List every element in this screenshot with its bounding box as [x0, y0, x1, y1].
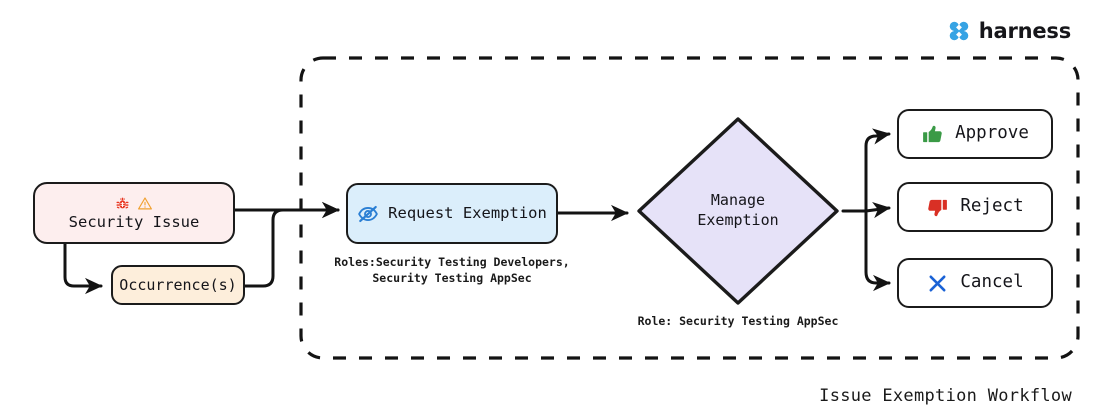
node-request-exemption-label: Request Exemption [388, 203, 547, 222]
warning-triangle-icon [138, 197, 152, 210]
security-issue-badges [115, 195, 153, 212]
caption-request-exemption-roles: Roles:Security Testing Developers, Secur… [334, 255, 570, 285]
edge-security-issue-to-occurrences [63, 242, 103, 295]
edge-manage-exemption-to-cancel [864, 209, 891, 292]
diamond-shape [637, 117, 839, 305]
exemption-scope-boundary [299, 56, 1080, 360]
thumbs-down-icon [928, 199, 948, 216]
node-reject[interactable]: Reject [897, 182, 1053, 232]
node-cancel[interactable]: Cancel [897, 258, 1053, 308]
node-manage-exemption[interactable]: Manage Exemption [633, 113, 843, 309]
caption-manage-exemption-role: Role: Security Testing AppSec [637, 314, 839, 328]
node-manage-exemption-label: Manage Exemption [633, 113, 843, 309]
node-occurrences-label: Occurrence(s) [119, 275, 237, 294]
eye-off-icon [358, 205, 378, 222]
node-security-issue-label: Security Issue [68, 212, 200, 231]
edge-manage-exemption-to-approve [864, 128, 891, 213]
thumbs-up-icon [923, 125, 942, 142]
node-cancel-label: Cancel [960, 272, 1024, 293]
node-security-issue[interactable]: Security Issue [33, 182, 235, 244]
node-manage-exemption-label-line1: Manage [710, 191, 766, 210]
edge-occurrences-to-request-exemption [243, 201, 340, 288]
bug-icon [116, 197, 129, 209]
diagram-title: Issue Exemption Workflow [819, 386, 1072, 406]
node-occurrences[interactable]: Occurrence(s) [111, 265, 245, 305]
edge-manage-exemption-to-reject [864, 201, 891, 219]
brand-name: harness [978, 18, 1071, 43]
harness-brand: harness [946, 18, 1071, 44]
close-x-icon [929, 274, 946, 292]
node-reject-label: Reject [960, 196, 1024, 217]
node-approve-label: Approve [955, 123, 1029, 144]
node-approve[interactable]: Approve [897, 109, 1053, 159]
node-request-exemption[interactable]: Request Exemption [346, 183, 558, 244]
harness-clover-logo-icon [949, 21, 968, 41]
node-manage-exemption-label-line2: Exemption [697, 211, 779, 229]
